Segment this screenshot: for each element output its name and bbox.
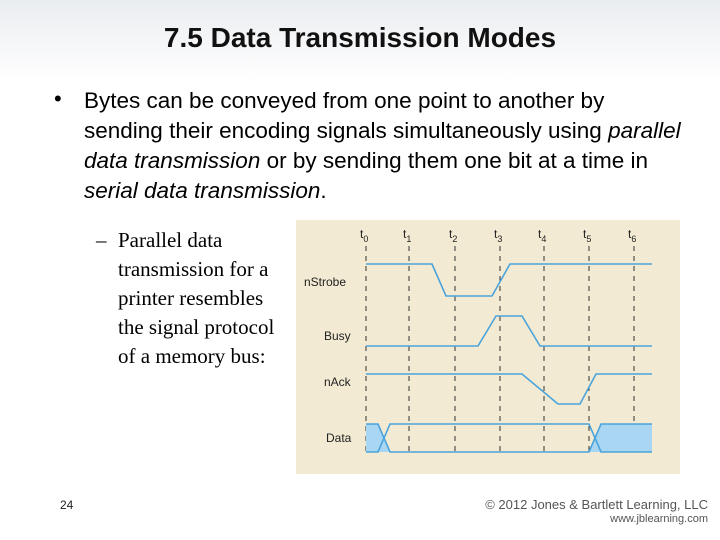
signal-waveform-nstrobe bbox=[366, 263, 652, 297]
page-number: 24 bbox=[60, 498, 74, 512]
slide-title: 7.5 Data Transmission Modes bbox=[163, 22, 557, 53]
time-label-t0: t0 bbox=[360, 227, 368, 244]
signal-waveform-busy bbox=[366, 315, 652, 347]
time-label-t6: t6 bbox=[628, 227, 636, 244]
signal-waveform-nack bbox=[366, 373, 652, 405]
sub-bullet-marker: – bbox=[96, 228, 107, 252]
bullet-text-part: or by sending them one bit at a time in bbox=[260, 148, 649, 173]
bullet-text-part: . bbox=[320, 178, 327, 203]
bullet-marker: • bbox=[54, 86, 62, 111]
term-parallel-data-transmission: parallel data transmission bbox=[84, 118, 681, 173]
title-band bbox=[0, 0, 720, 82]
copyright-text: © 2012 Jones & Bartlett Learning, LLC bbox=[485, 497, 708, 512]
timing-diagram: t0 t1 t2 t3 t4 t5 t6 nStrobe Busy nAck D… bbox=[296, 220, 680, 474]
data-bus-top bbox=[366, 423, 652, 453]
signal-label-busy: Busy bbox=[324, 329, 351, 343]
bullet-text-part: Bytes can be conveyed from one point to … bbox=[84, 88, 609, 143]
term-serial-data-transmission: serial data transmission bbox=[84, 178, 321, 203]
time-label-t1: t1 bbox=[403, 227, 411, 244]
signal-label-data: Data bbox=[326, 431, 352, 445]
time-label-t4: t4 bbox=[538, 227, 546, 244]
signal-label-nack: nAck bbox=[324, 375, 352, 389]
sub-bullet-text: Parallel data transmission for a printer… bbox=[118, 228, 275, 368]
copyright-notice: © 2012 Jones & Bartlett Learning, LLC ww… bbox=[485, 498, 708, 526]
data-bus-group bbox=[366, 423, 652, 453]
time-tick-group bbox=[365, 246, 635, 456]
time-label-group: t0 t1 t2 t3 t4 t5 t6 bbox=[360, 227, 636, 244]
data-valid-left bbox=[366, 424, 390, 452]
bullet-text: Bytes can be conveyed from one point to … bbox=[84, 86, 684, 206]
website-link[interactable]: www.jblearning.com bbox=[610, 513, 708, 525]
time-label-t3: t3 bbox=[494, 227, 502, 244]
data-bus-bottom bbox=[366, 423, 652, 453]
time-label-t2: t2 bbox=[449, 227, 457, 244]
signal-label-nstrobe: nStrobe bbox=[304, 275, 346, 289]
data-valid-right bbox=[589, 424, 652, 452]
signal-label-group: nStrobe Busy nAck Data bbox=[304, 275, 352, 445]
time-label-t5: t5 bbox=[583, 227, 591, 244]
